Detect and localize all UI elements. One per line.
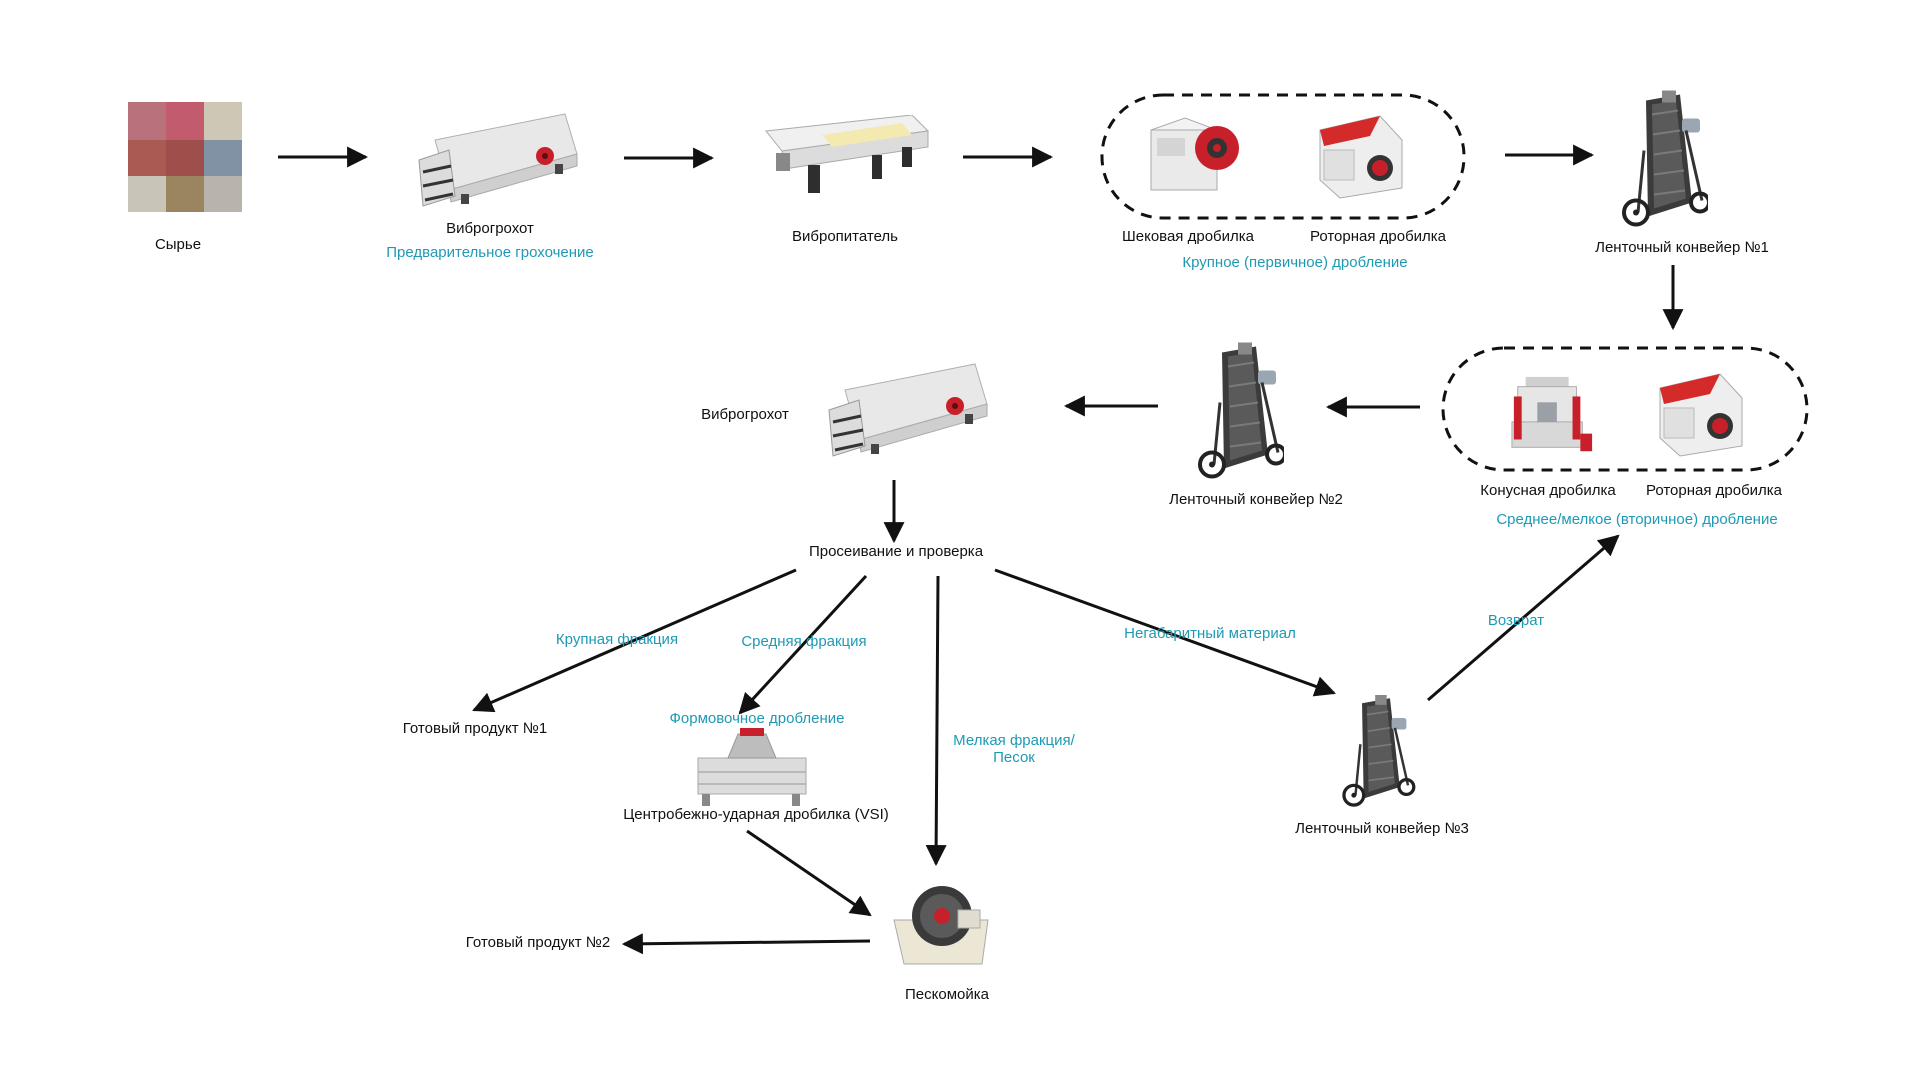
label-screen1: Виброгрохот	[446, 220, 534, 237]
edge-label-medium: Средняя фракция	[741, 633, 867, 650]
label-washer: Пескомойка	[905, 986, 989, 1003]
label-screen2: Виброгрохот	[701, 406, 789, 423]
label-conveyor3: Ленточный конвейер №3	[1295, 820, 1469, 837]
edge-label-coarse: Крупная фракция	[555, 631, 679, 648]
secondary-crushing-group	[1441, 346, 1809, 472]
vibrating-feeder-icon	[765, 115, 929, 194]
belt-conveyor-icon	[1200, 343, 1285, 477]
edge-label-return: Возврат	[1487, 612, 1545, 629]
label-impact2: Роторная дробилка	[1645, 482, 1783, 499]
primary-crushing-group	[1100, 93, 1466, 220]
vibrating-screen-icon	[417, 112, 579, 208]
label-jaw: Шековая дробилка	[1122, 228, 1254, 245]
label-conveyor2: Ленточный конвейер №2	[1169, 491, 1343, 508]
vsi-crusher-icon	[697, 728, 807, 807]
belt-conveyor-icon	[1624, 91, 1709, 225]
label-product1: Готовый продукт №1	[402, 720, 548, 737]
label-cone: Конусная дробилка	[1480, 482, 1616, 499]
jaw-crusher-icon	[1150, 117, 1240, 191]
label-conveyor1: Ленточный конвейер №1	[1595, 239, 1769, 256]
arrow-coarse	[472, 568, 797, 713]
label-product2: Готовый продукт №2	[465, 934, 611, 951]
sand-washer-icon	[893, 885, 989, 965]
label-vsi-sub: Формовочное дробление	[669, 710, 845, 727]
label-primary-sub: Крупное (первичное) дробление	[1182, 254, 1408, 271]
edge-label-oversize: Негабаритный материал	[1124, 625, 1296, 642]
label-screen1-sub: Предварительное грохочение	[386, 244, 594, 261]
belt-conveyor-icon	[1342, 695, 1416, 807]
arrow-return	[1427, 534, 1620, 702]
vibrating-screen-icon	[827, 362, 989, 458]
label-impact1: Роторная дробилка	[1309, 228, 1447, 245]
rock-samples-icon	[128, 102, 242, 212]
arrow-medium	[738, 574, 868, 715]
impact-crusher-icon	[1319, 115, 1403, 199]
arrow-fine	[925, 575, 947, 867]
arrow-vsi-to-washer	[746, 829, 872, 917]
label-vsi: Центробежно-ударная дробилка (VSI)	[623, 806, 889, 823]
edge-label-fine: Мелкая фракция/ Песок	[953, 732, 1075, 766]
edge-label-fine-line1: Мелкая фракция/	[953, 732, 1075, 749]
arrow-washer-to-product2	[621, 933, 871, 955]
edge-label-fine-line2: Песок	[993, 749, 1035, 766]
label-feeder: Вибропитатель	[792, 228, 898, 245]
label-sieve: Просеивание и проверка	[808, 543, 984, 560]
cone-crusher-icon	[1511, 376, 1593, 452]
impact-crusher-icon	[1659, 373, 1743, 457]
arrow-oversize	[994, 568, 1336, 697]
label-raw: Сырье	[154, 236, 202, 253]
label-secondary-sub: Среднее/мелкое (вторичное) дробление	[1496, 511, 1778, 528]
